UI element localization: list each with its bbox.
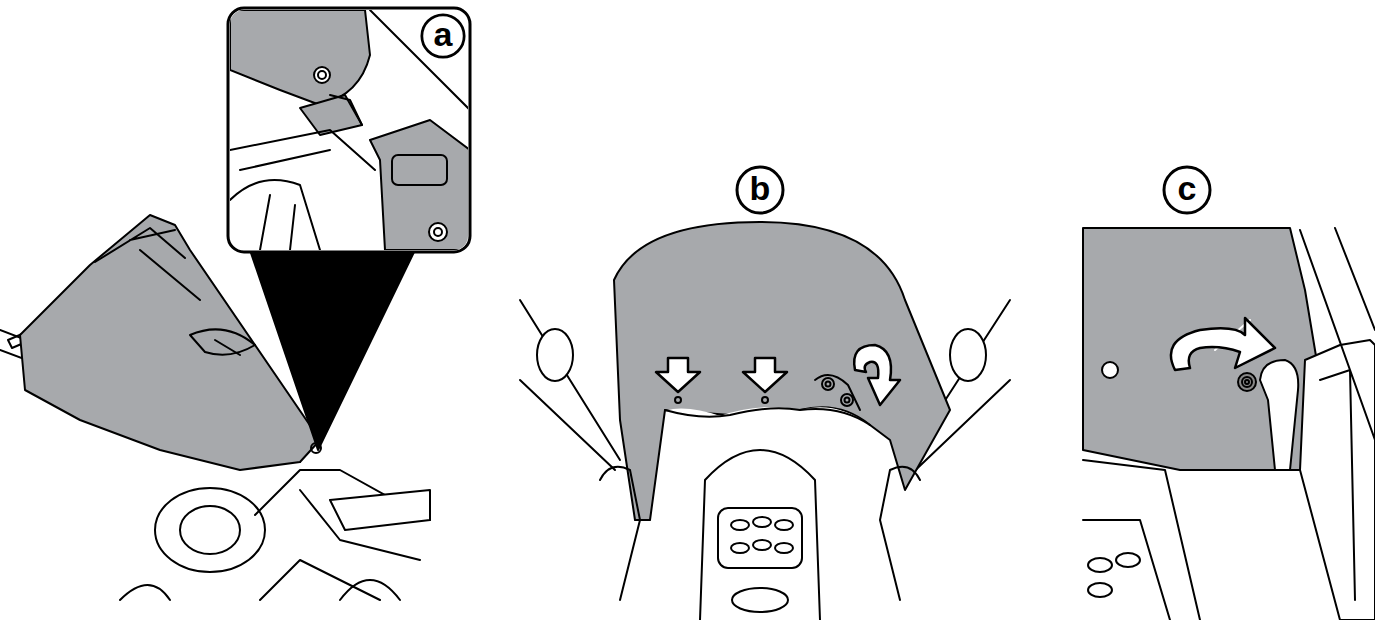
callout-letter: a	[434, 17, 453, 51]
callout-circle: c	[1162, 165, 1212, 215]
callout-circle: a	[420, 13, 466, 59]
circle-shape	[422, 15, 464, 57]
circle-shape	[1164, 167, 1210, 213]
callout-circle: b	[735, 165, 785, 215]
callout-letter: b	[750, 171, 771, 205]
callout-letter: c	[1178, 171, 1197, 205]
circle-shape	[737, 167, 783, 213]
